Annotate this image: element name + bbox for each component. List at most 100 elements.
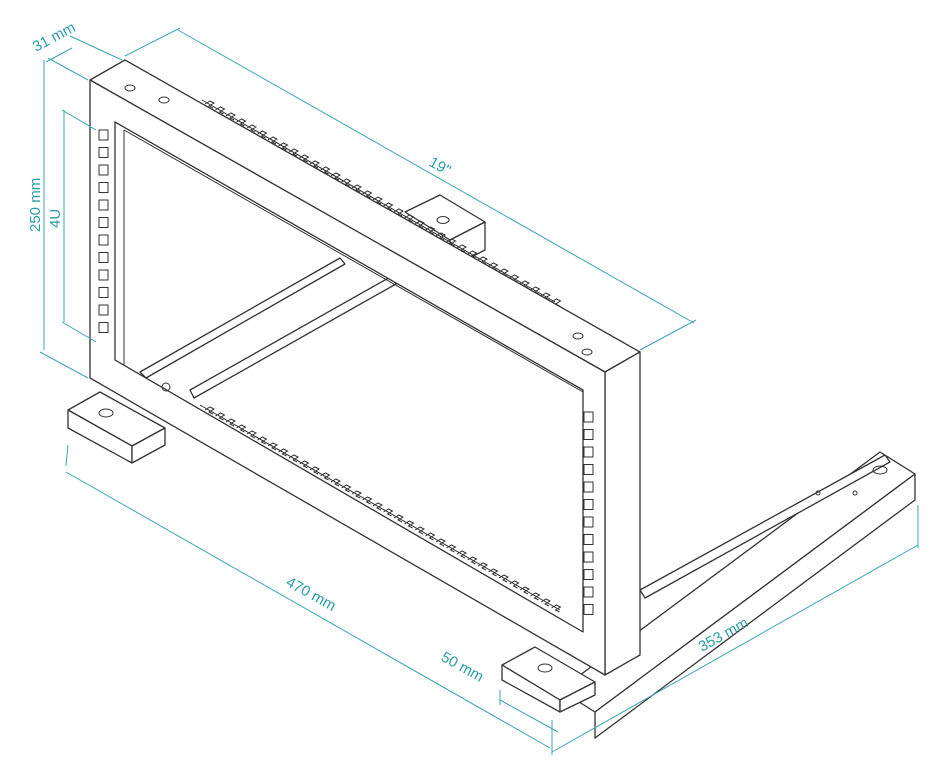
dimension-lines — [39, 27, 919, 755]
rack-slot — [456, 550, 468, 559]
rack-hole — [583, 411, 594, 423]
rack-slot — [236, 424, 247, 433]
rack-slot — [236, 118, 247, 127]
rack-hole — [98, 304, 109, 316]
rack-hole — [583, 516, 594, 528]
rack-slot — [309, 466, 321, 475]
rack-slot — [519, 586, 531, 595]
rack-slot — [362, 190, 373, 199]
dim-length: 470 mm — [283, 574, 339, 615]
rack-slot — [404, 520, 415, 529]
rack-slot — [215, 412, 226, 421]
rack-slot — [404, 214, 415, 223]
rack-slot — [351, 184, 363, 193]
rack-hole — [583, 464, 594, 475]
rack-slot — [477, 256, 489, 265]
dim-depth-top: 31 mm — [30, 19, 78, 56]
rack-slot — [498, 268, 510, 277]
rack-slot — [425, 226, 436, 235]
right-foot — [501, 646, 596, 713]
rack-hole — [583, 569, 594, 580]
back-crossbars — [139, 257, 397, 399]
rack-slot — [246, 430, 258, 439]
rack-slot — [267, 442, 279, 451]
rack-slot — [320, 166, 331, 175]
rack-slot — [530, 592, 541, 601]
rack-slot — [414, 526, 426, 535]
dim-width: 19" — [426, 154, 453, 180]
rack-slot — [278, 448, 289, 457]
rack-hole — [98, 269, 109, 281]
rack-slot — [341, 178, 352, 187]
rack-slot — [393, 208, 405, 217]
rack-slot — [341, 484, 352, 493]
rack-hole — [98, 322, 109, 333]
rack-slot — [372, 502, 384, 511]
rack-slot — [204, 100, 216, 109]
dim-units: 4U — [47, 209, 64, 228]
rack-slot — [330, 478, 342, 487]
rack-hole — [583, 499, 594, 510]
rack-hole — [583, 534, 594, 545]
rack-slot — [425, 532, 436, 541]
rack-slot — [435, 232, 447, 241]
rack-slot — [456, 244, 468, 253]
rack-slot — [225, 418, 237, 427]
base-beam — [559, 451, 916, 739]
rack-hole — [583, 446, 594, 458]
rack-slot — [309, 160, 321, 169]
rack-slot — [488, 568, 499, 577]
rack-hole — [98, 147, 109, 158]
rack-slot — [320, 472, 331, 481]
rack-slot — [509, 580, 520, 589]
rack-hole — [98, 217, 109, 228]
rack-hole — [583, 604, 594, 615]
rack-hole — [98, 234, 109, 246]
rack-slot — [225, 112, 237, 121]
rack-hole — [583, 481, 594, 493]
front-frame — [89, 59, 641, 676]
rack-slot — [414, 220, 426, 229]
rack-slot — [372, 196, 384, 205]
rack-hole — [583, 429, 594, 440]
rack-slot — [351, 490, 363, 499]
rack-slot — [540, 292, 552, 301]
dim-height: 250 mm — [27, 178, 44, 232]
rack-hole — [98, 199, 109, 211]
rack-slot — [383, 202, 394, 211]
rack-slot — [362, 496, 373, 505]
rack-slot — [509, 274, 520, 283]
rack-slot — [519, 280, 531, 289]
rack-slot — [383, 508, 394, 517]
rack-hole — [98, 129, 109, 141]
rack-slot — [551, 604, 562, 613]
rack-hole — [98, 182, 109, 193]
rack-hole — [98, 164, 109, 176]
rack-slot — [467, 556, 478, 565]
rack-slot — [498, 574, 510, 583]
dim-foot-width: 50 mm — [438, 649, 486, 686]
rack-slot — [215, 106, 226, 115]
rack-hole — [98, 287, 109, 298]
rack-slot — [488, 262, 499, 271]
rack-slot — [299, 460, 310, 469]
rack-slot — [257, 436, 268, 445]
rack-slot — [467, 250, 478, 259]
rack-slot — [246, 124, 258, 133]
rack-slot — [551, 298, 562, 307]
rack-slot — [204, 406, 216, 415]
rack-slot — [540, 598, 552, 607]
rack-slot — [446, 238, 457, 247]
rack-hole — [583, 551, 594, 563]
rack-slot — [278, 142, 289, 151]
rack-hole — [583, 586, 594, 598]
rack-slot — [299, 154, 310, 163]
rack-slot — [393, 514, 405, 523]
rack-slot — [330, 172, 342, 181]
left-foot — [67, 391, 166, 464]
rack-slot — [435, 538, 447, 547]
rack-slot — [257, 130, 268, 139]
rack-slot — [477, 562, 489, 571]
